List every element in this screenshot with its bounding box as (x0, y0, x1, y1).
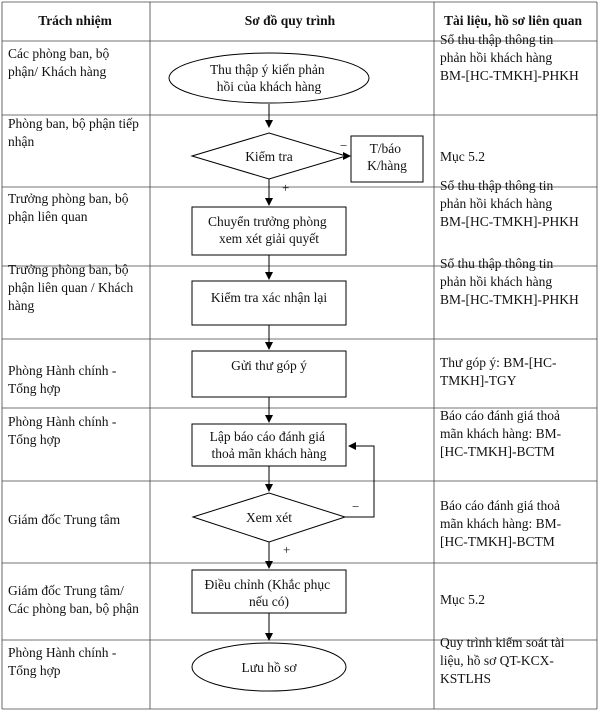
responsibility-line: Phòng ban, bộ phận tiếp (8, 116, 139, 131)
responsibility-line: Trưởng phòng ban, bộ (8, 191, 129, 206)
sign-minus-review: − (352, 499, 359, 514)
responsibility-cell: Phòng ban, bộ phận tiếp nhận (8, 116, 139, 149)
label-archive: Lưu hồ sơ (242, 660, 298, 675)
document-cell: Mục 5.2 (440, 149, 485, 164)
document-line: BM-[HC-TMKH]-PHKH (440, 68, 579, 83)
label-make-report: Lập báo cáo đánh giá thoả mãn khách hàng (210, 429, 329, 461)
document-line: Thư góp ý: BM-[HC- (440, 355, 557, 370)
responsibility-cell: Các phòng ban, bộ phận/ Khách hàng (8, 46, 109, 79)
document-line: Mục 5.2 (440, 592, 485, 607)
node-send-letter (191, 350, 347, 398)
document-line: mãn khách hàng: BM- (440, 426, 562, 441)
label-send-letter: Gửi thư góp ý (231, 358, 307, 373)
document-cell: Thư góp ý: BM-[HC- TMKH]-TGY (440, 355, 557, 388)
header-documents: Tài liệu, hồ sơ liên quan (444, 13, 583, 28)
document-cell: Báo cáo đánh giá thoả mãn khách hàng: BM-… (440, 408, 562, 459)
node-review-decision (191, 492, 347, 543)
responsibility-cell: Trưởng phòng ban, bộ phận liên quan (8, 191, 129, 224)
responsibility-line: Các phòng ban, bộ (8, 46, 109, 61)
responsibility-line: Tổng hợp (8, 663, 61, 678)
document-line: TMKH]-TGY (440, 373, 517, 388)
responsibility-cell: Phòng Hành chính - Tổng hợp (8, 645, 117, 678)
responsibility-line: Giám đốc Trung tâm (8, 512, 121, 527)
responsibility-cell: Phòng Hành chính - Tổng hợp (8, 363, 117, 396)
node-collect-feedback (168, 52, 370, 104)
document-line: [HC-TMKH]-BCTM (440, 444, 555, 459)
document-line: BM-[HC-TMKH]-PHKH (440, 292, 579, 307)
responsibility-line: Trưởng phòng ban, bộ (8, 262, 129, 277)
document-line: Báo cáo đánh giá thoả (440, 498, 560, 513)
responsibility-line: nhận (8, 134, 34, 149)
label-collect-feedback: Thu thập ý kiến phản hồi của khách hàng (210, 62, 328, 94)
responsibility-cell: Phòng Hành chính - Tổng hợp (8, 414, 117, 447)
responsibility-line: phận liên quan / Khách (8, 280, 133, 295)
label-review: Xem xét (246, 510, 292, 525)
label-forward-to-head: Chuyển trưởng phòng xem xét giải quyết (208, 214, 330, 246)
header-flowchart: Sơ đồ quy trình (245, 13, 336, 28)
document-line: phản hồi khách hàng (440, 274, 552, 289)
header-responsibility: Trách nhiệm (38, 13, 112, 28)
document-line: Mục 5.2 (440, 149, 485, 164)
label-recheck-confirm: Kiểm tra xác nhận lại (211, 290, 327, 305)
document-line: Báo cáo đánh giá thoả (440, 408, 560, 423)
node-archive (191, 642, 347, 692)
document-cell: Sổ thu thập thông tin phản hồi khách hàng… (440, 256, 579, 307)
responsibility-cell: Giám đốc Trung tâm (8, 512, 121, 527)
label-notify-customer: T/báo K/hàng (367, 141, 407, 173)
node-adjust (191, 569, 347, 614)
flow-shapes (168, 52, 424, 692)
responsibility-line: Tổng hợp (8, 381, 61, 396)
document-cell: Sổ thu thập thông tin phản hồi khách hàng… (440, 32, 579, 83)
sign-plus-review: + (283, 542, 290, 557)
responsibility-line: phận/ Khách hàng (8, 64, 106, 79)
document-line: liệu, hồ sơ QT-KCX- (440, 653, 554, 668)
responsibility-line: Các phòng ban, bộ phận (8, 601, 139, 616)
node-notify-customer (350, 135, 424, 183)
document-line: Sổ thu thập thông tin (440, 256, 554, 271)
label-check: Kiểm tra (245, 149, 293, 164)
responsibility-line: Giám đốc Trung tâm/ (8, 583, 124, 598)
table-rows: Các phòng ban, bộ phận/ Khách hàng Sổ thu … (8, 32, 579, 686)
document-line: Sổ thu thập thông tin (440, 32, 554, 47)
sign-plus-check: + (282, 180, 289, 195)
node-forward-to-head (191, 206, 347, 256)
document-cell: Quy trình kiểm soát tài liệu, hồ sơ QT-KC… (440, 635, 565, 686)
node-check-decision (190, 132, 348, 180)
document-line: BM-[HC-TMKH]-PHKH (440, 214, 579, 229)
document-line: mãn khách hàng: BM- (440, 516, 562, 531)
document-line: [HC-TMKH]-BCTM (440, 534, 555, 549)
flow-connectors (265, 104, 375, 641)
document-cell: Mục 5.2 (440, 592, 485, 607)
label-adjust: Điều chỉnh (Khắc phục nếu có) (205, 577, 334, 609)
arrow-review-loop-back (345, 442, 375, 518)
responsibility-line: hàng (8, 298, 34, 313)
responsibility-line: Phòng Hành chính - (8, 414, 117, 429)
document-cell: Sổ thu thập thông tin phản hồi khách hàng… (440, 178, 579, 229)
document-cell: Báo cáo đánh giá thoả mãn khách hàng: BM-… (440, 498, 562, 549)
responsibility-line: Phòng Hành chính - (8, 363, 117, 378)
responsibility-line: Tổng hợp (8, 432, 61, 447)
document-line: Sổ thu thập thông tin (440, 178, 554, 193)
responsibility-cell: Trưởng phòng ban, bộ phận liên quan / Khá… (8, 262, 133, 313)
document-line: phản hồi khách hàng (440, 196, 552, 211)
document-line: Quy trình kiểm soát tài (440, 635, 565, 650)
node-make-report (191, 423, 347, 467)
document-line: phản hồi khách hàng (440, 50, 552, 65)
responsibility-line: phận liên quan (8, 209, 88, 224)
flow-labels: Thu thập ý kiến phản hồi của khách hàng … (205, 62, 408, 675)
sign-minus-check: − (340, 138, 347, 153)
node-recheck-confirm (191, 280, 347, 326)
document-line: KSTLHS (440, 671, 491, 686)
responsibility-cell: Giám đốc Trung tâm/Các phòng ban, bộ phậ… (8, 583, 139, 616)
responsibility-line: Phòng Hành chính - (8, 645, 117, 660)
